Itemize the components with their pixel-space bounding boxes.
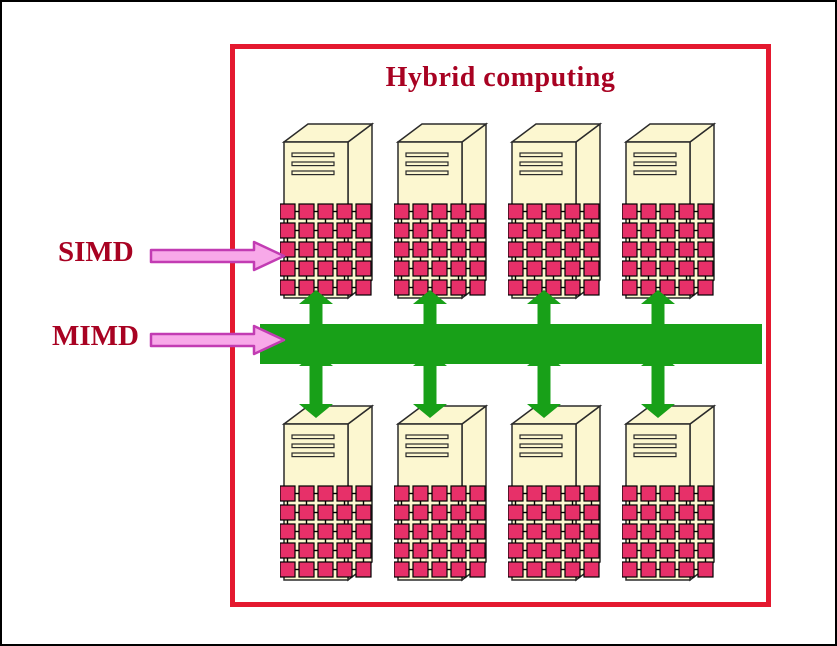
- server-tower-svg: [393, 122, 489, 300]
- mimd-label: MIMD: [52, 320, 139, 352]
- processor-grid: [279, 203, 372, 296]
- server-tower: [621, 120, 722, 306]
- diagram-title: Hybrid computing: [385, 62, 616, 93]
- server-tower-svg: [507, 122, 603, 300]
- server-tower: [621, 402, 722, 588]
- server-tower-svg: [393, 404, 489, 582]
- processor-grid: [507, 203, 600, 296]
- processor-grid: [507, 485, 600, 578]
- server-tower: [279, 120, 380, 306]
- mimd-arrow: [149, 324, 286, 356]
- server-tower-svg: [621, 404, 717, 582]
- server-tower-svg: [279, 404, 375, 582]
- server-tower: [507, 120, 608, 306]
- processor-grid: [393, 203, 486, 296]
- processor-grid: [621, 203, 714, 296]
- processor-grid: [393, 485, 486, 578]
- simd-arrow: [149, 240, 286, 272]
- processor-grid: [279, 485, 372, 578]
- server-tower: [393, 402, 494, 588]
- server-tower: [393, 120, 494, 306]
- processor-grid: [621, 485, 714, 578]
- server-tower: [279, 402, 380, 588]
- server-tower-svg: [507, 404, 603, 582]
- server-tower: [507, 402, 608, 588]
- server-tower-svg: [279, 122, 375, 300]
- simd-label: SIMD: [58, 236, 134, 268]
- server-tower-svg: [621, 122, 717, 300]
